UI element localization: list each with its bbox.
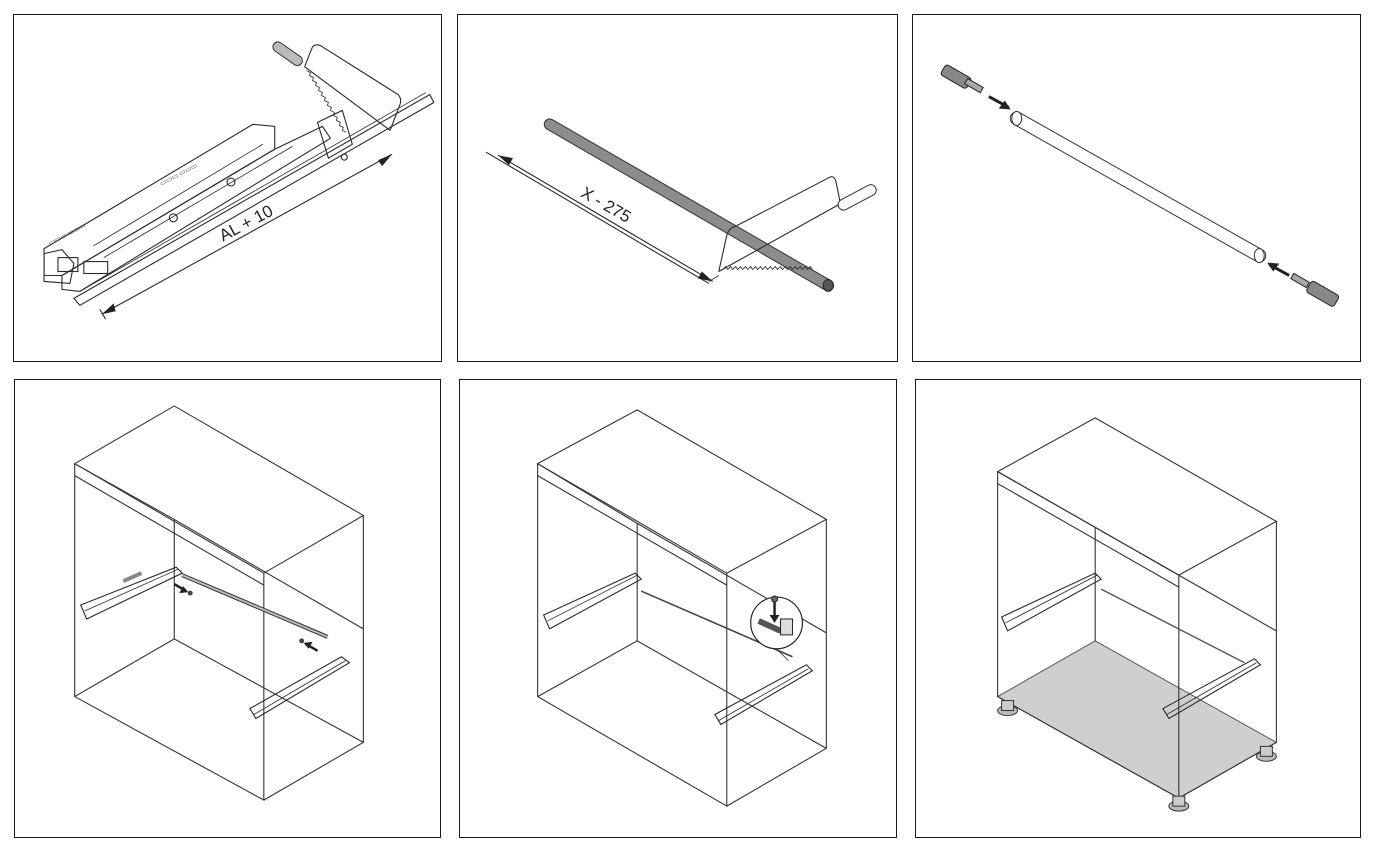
cabinet	[996, 417, 1278, 800]
rack-bar	[73, 92, 435, 307]
right-runner	[249, 656, 351, 720]
hacksaw-icon	[718, 176, 877, 272]
step-3-panel	[912, 14, 1361, 362]
dimension-label: X - 275	[578, 183, 635, 227]
detail-magnifier	[750, 595, 804, 662]
left-pin	[940, 64, 984, 94]
cabinet-illustration	[536, 409, 828, 808]
step-5-panel	[459, 379, 897, 838]
right-runner	[714, 664, 814, 726]
cabinet	[536, 409, 828, 808]
left-runner	[79, 566, 184, 620]
left-runner	[542, 572, 643, 630]
rod-cut-illustration: X - 275	[485, 118, 877, 292]
arrow-icon	[173, 583, 319, 652]
step-4-panel	[14, 379, 441, 838]
arrow-icon	[1267, 262, 1290, 277]
cabinet-illustration	[996, 417, 1278, 812]
rod	[181, 573, 329, 639]
right-runner	[1162, 658, 1262, 720]
svg-text:▭▭▭ ▭▭▭: ▭▭▭ ▭▭▭	[159, 162, 199, 188]
runner-cut-illustration: ▭▭▭ ▭▭▭ ▭▭▭ ▭▭▭ AL + 10	[43, 41, 435, 320]
right-pin	[1290, 272, 1340, 307]
dimension-arrow	[99, 153, 393, 320]
cabinet	[73, 405, 365, 802]
rod-pins-illustration	[940, 64, 1340, 307]
drawer-runner: ▭▭▭ ▭▭▭ ▭▭▭ ▭▭▭	[43, 109, 353, 292]
dimension-arrow	[485, 151, 719, 284]
rod	[1009, 110, 1267, 264]
step-6-panel	[915, 379, 1361, 838]
cabinet-illustration	[73, 405, 365, 802]
rod	[1100, 588, 1245, 664]
arrow-icon	[988, 95, 1011, 110]
hacksaw-icon	[272, 41, 402, 133]
rod	[543, 118, 835, 292]
step-2-panel: X - 275	[457, 14, 898, 362]
svg-text:▭▭▭ ▭▭▭: ▭▭▭ ▭▭▭	[48, 222, 88, 248]
step-1-panel: ▭▭▭ ▭▭▭ ▭▭▭ ▭▭▭ AL + 10	[13, 14, 442, 362]
feet	[997, 700, 1277, 812]
left-runner	[1000, 572, 1103, 632]
